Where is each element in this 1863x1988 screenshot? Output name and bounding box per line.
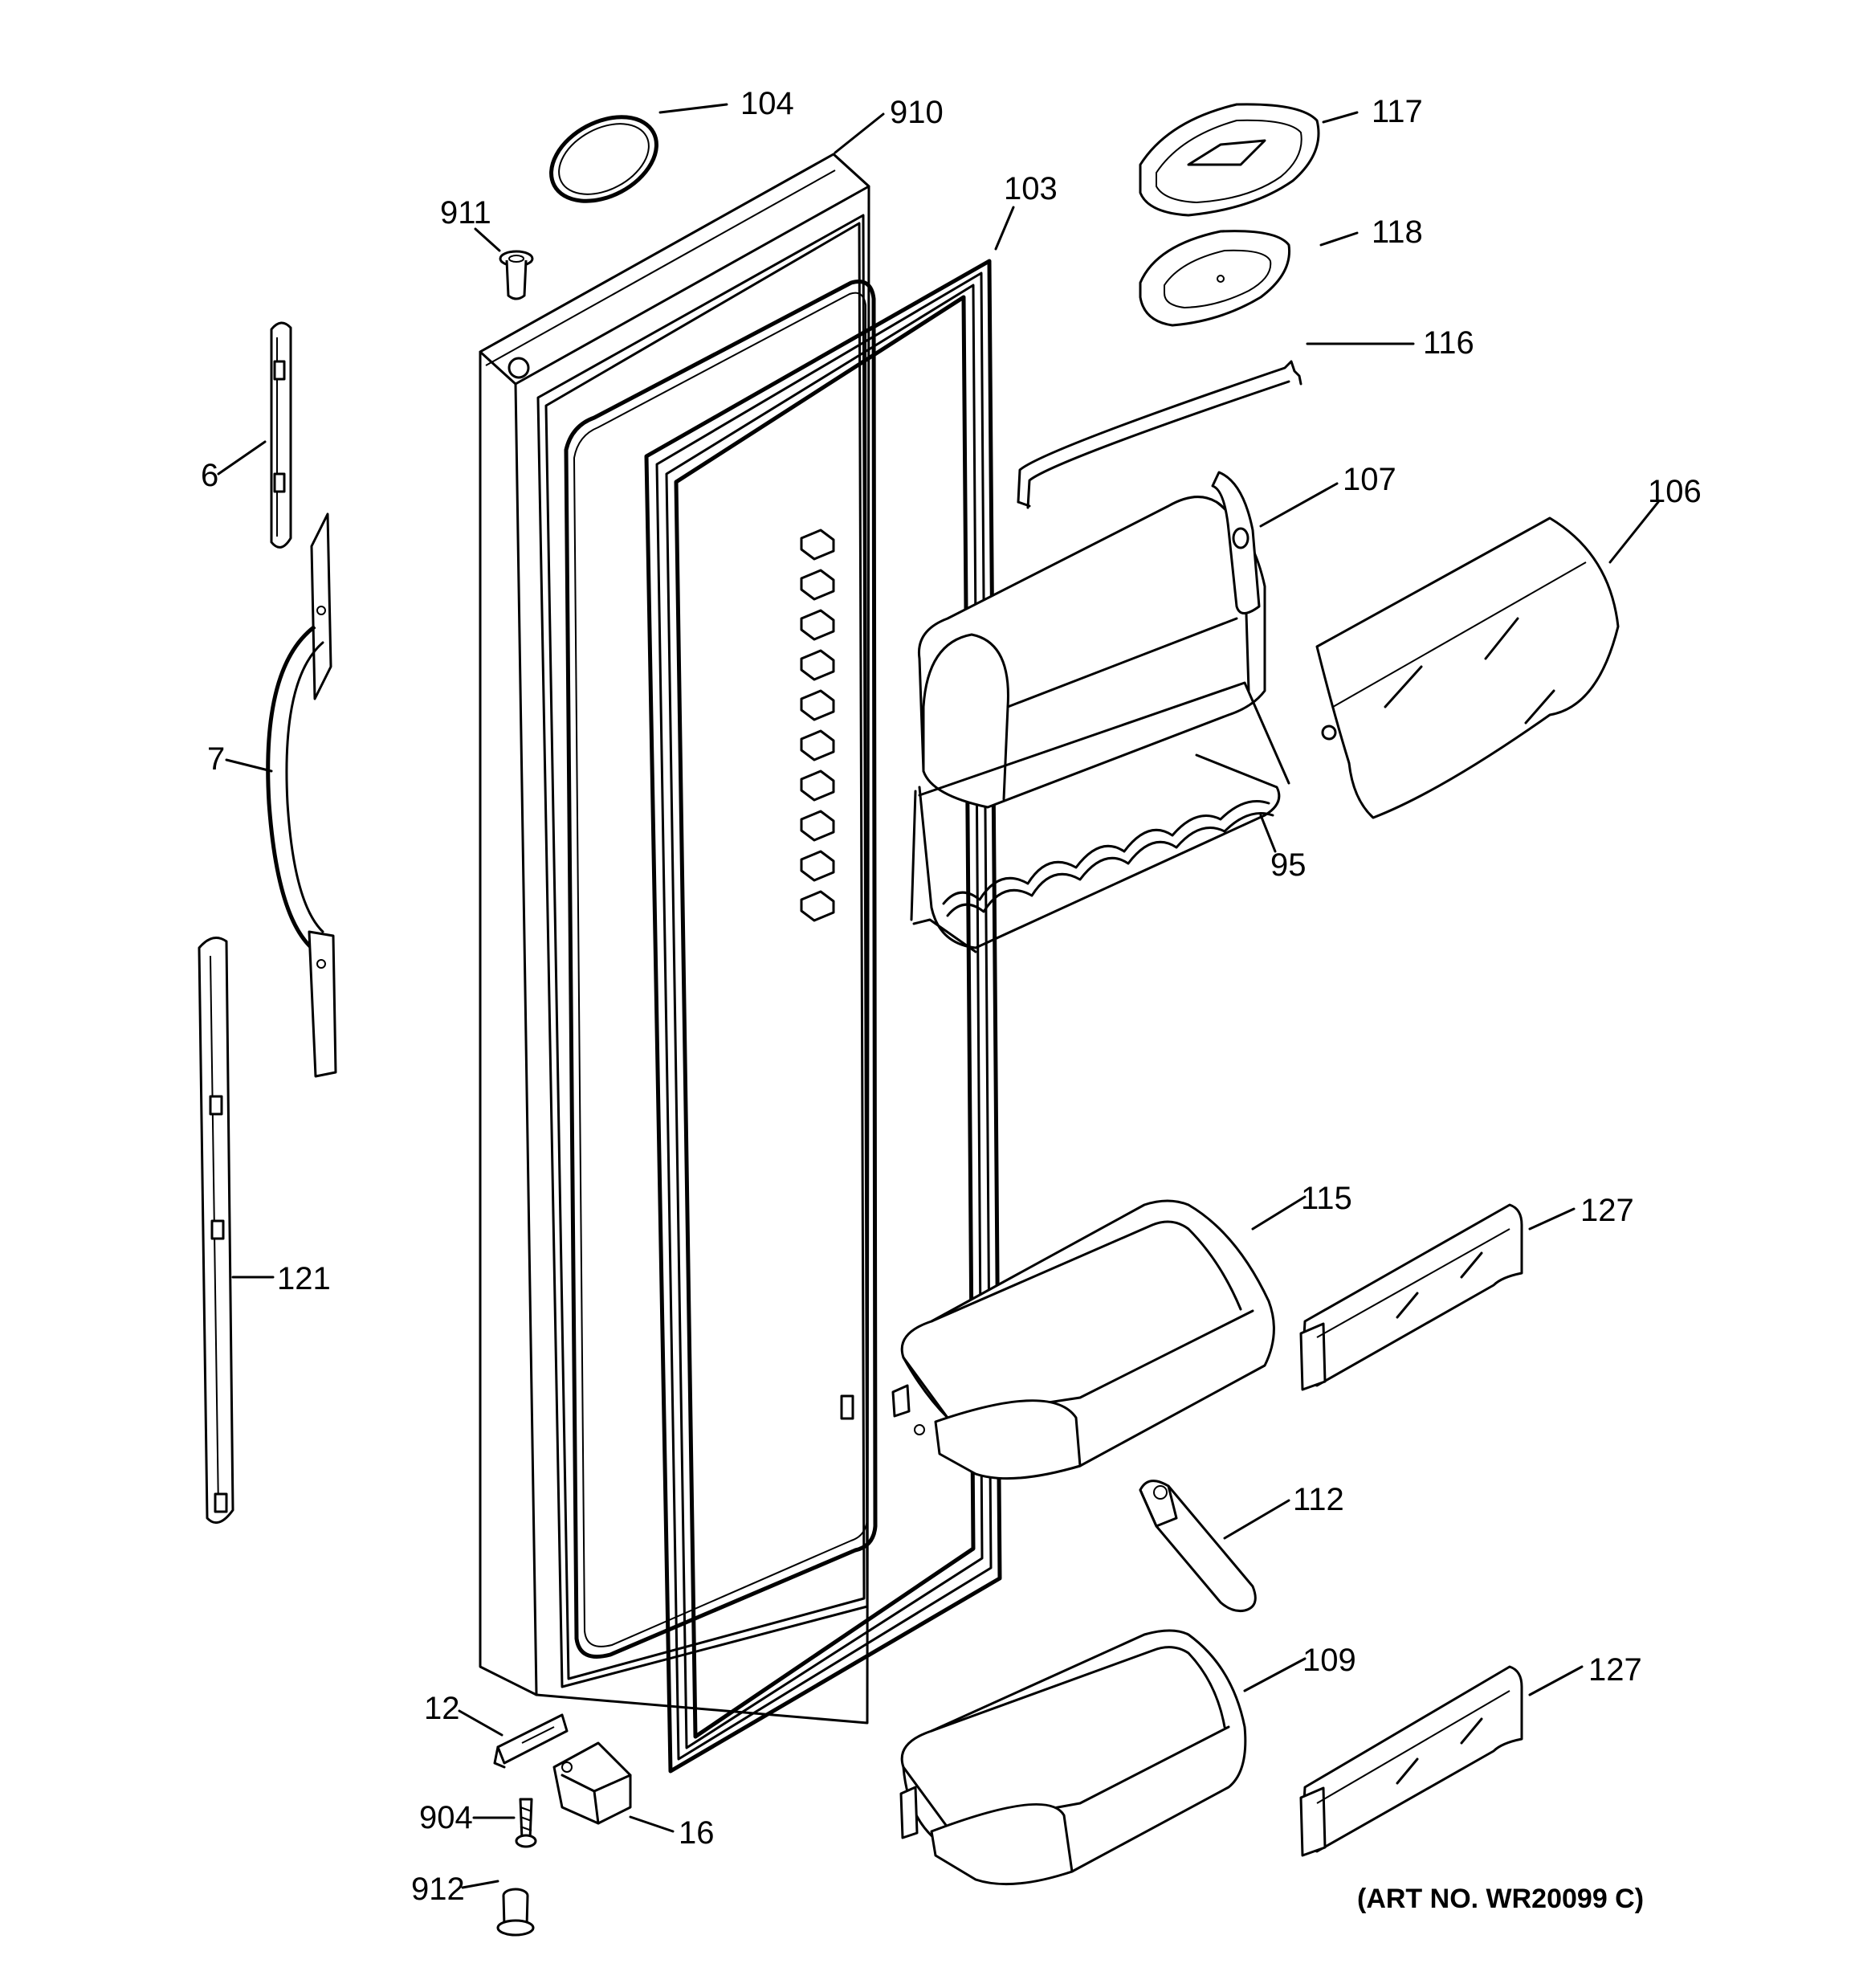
label-103: 103: [1004, 171, 1058, 206]
part-904-screw: [515, 1798, 537, 1848]
part-6-trim: [270, 321, 292, 549]
door-gasket: [644, 259, 1002, 1774]
part-106-cover: [1315, 516, 1620, 819]
part-104-plug: [549, 115, 658, 203]
part-118-tray: [1139, 230, 1291, 327]
label-7: 7: [207, 741, 225, 777]
part-7-handle: [266, 512, 337, 1078]
door-panel: [479, 153, 878, 1725]
label-116: 116: [1423, 325, 1474, 361]
leader-lines: [217, 103, 1660, 1889]
part-107-bin: [917, 471, 1266, 809]
label-127-lower: 127: [1588, 1652, 1642, 1688]
part-911-bushing: [499, 250, 534, 300]
label-95: 95: [1270, 847, 1307, 883]
part-127-upper-cover: [1299, 1203, 1523, 1391]
part-127-lower-cover: [1299, 1665, 1523, 1857]
label-16: 16: [679, 1815, 715, 1851]
label-127-upper: 127: [1580, 1193, 1634, 1228]
label-12: 12: [424, 1691, 460, 1726]
label-104: 104: [740, 86, 794, 121]
part-115-bin: [891, 1199, 1275, 1480]
part-117-cover: [1139, 103, 1320, 217]
part-95-rack: [910, 681, 1290, 953]
label-6: 6: [201, 458, 218, 493]
part-121-trim: [198, 937, 234, 1525]
label-112: 112: [1293, 1482, 1344, 1517]
label-118: 118: [1372, 214, 1423, 250]
door-shelf-clips: [800, 529, 854, 1420]
label-109: 109: [1302, 1643, 1356, 1678]
label-911: 911: [440, 195, 491, 231]
part-116-bar: [1017, 360, 1302, 509]
label-106: 106: [1648, 474, 1702, 509]
callout-labels: 104 910 117 911 103 118 116 6 107 106 7 …: [201, 86, 1702, 1914]
part-109-bin: [899, 1629, 1247, 1886]
label-121: 121: [277, 1261, 331, 1296]
label-107: 107: [1343, 462, 1396, 497]
art-number: (ART NO. WR20099 C): [1357, 1884, 1644, 1914]
label-910: 910: [890, 95, 944, 130]
part-12-hinge: [493, 1713, 569, 1769]
label-912: 912: [411, 1872, 465, 1907]
part-912-bushing: [496, 1888, 535, 1937]
part-112-bracket: [1139, 1480, 1257, 1612]
label-117: 117: [1372, 94, 1423, 129]
part-16-block: [552, 1741, 632, 1825]
label-904: 904: [419, 1800, 473, 1835]
label-115: 115: [1301, 1181, 1352, 1216]
